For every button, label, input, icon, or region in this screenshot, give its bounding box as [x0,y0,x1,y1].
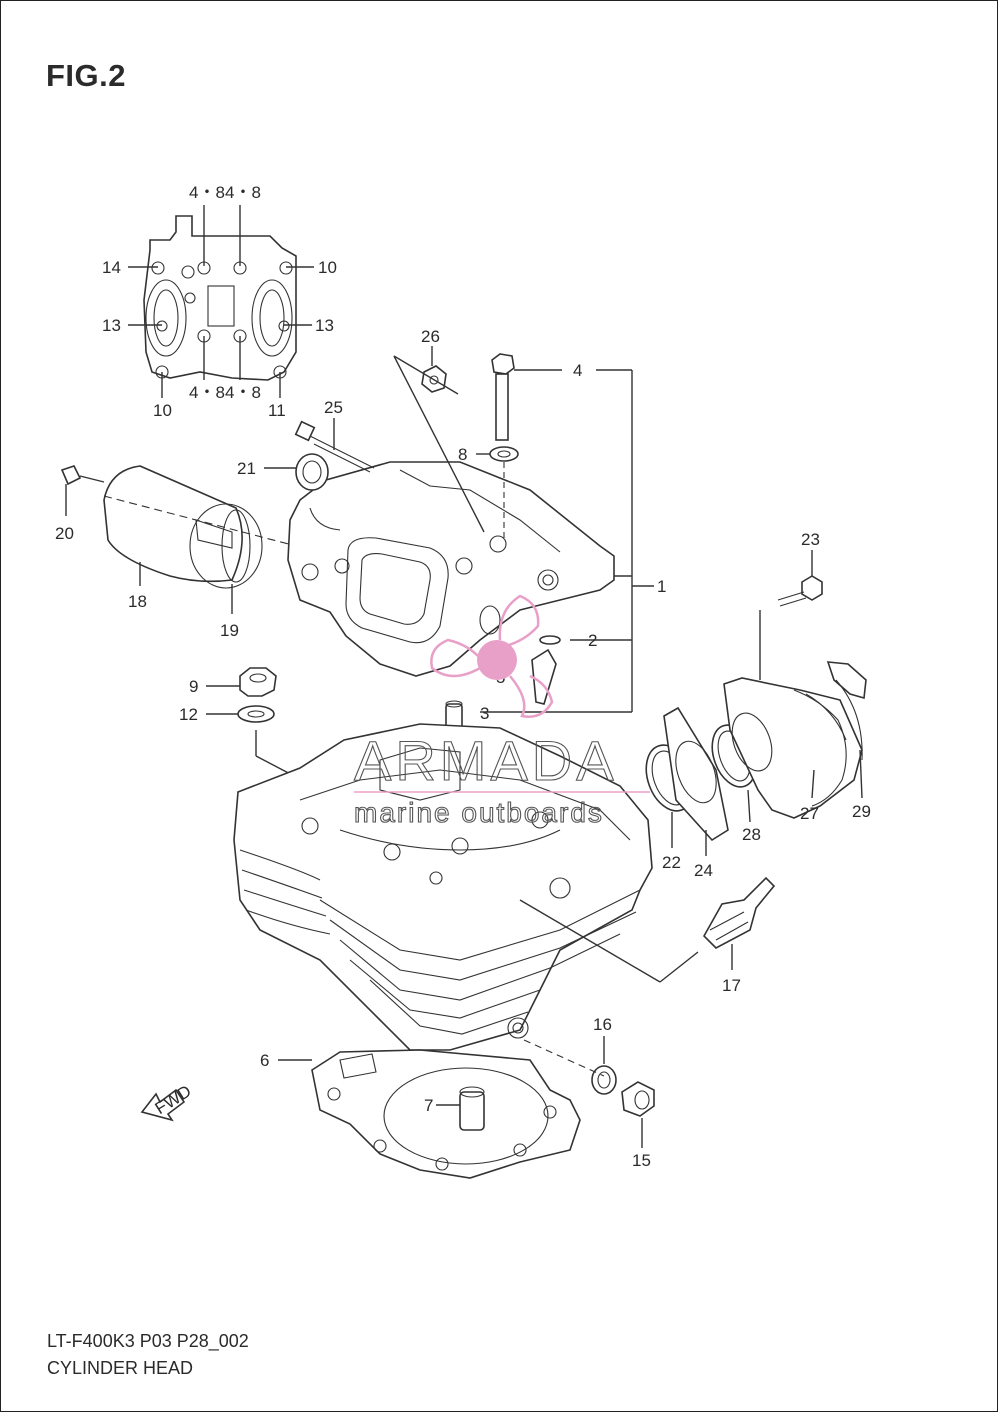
inset-label-bottom-left: 4・8 [189,383,225,402]
callout-24: 24 [694,861,713,880]
part-spark-plug-17 [519,876,776,983]
footer-code: LT-F400K3 P03 P28_002 [47,1331,249,1351]
part-nut-9 [206,667,277,697]
callout-bracket-1 [480,369,654,713]
part-intake-assembly [645,550,867,856]
callout-29: 29 [852,802,871,821]
inset-label-left-top: 14 [102,258,121,277]
watermark-propeller-logo [430,594,554,718]
part-nut-26 [393,346,485,533]
watermark: ARMADA marine outboards [353,594,650,829]
inset-label-bottom-right: 4・8 [225,383,261,402]
callout-19: 19 [220,621,239,640]
callout-18: 18 [128,592,147,611]
part-dowel-7 [436,1086,485,1131]
callout-8: 8 [458,445,467,464]
callout-22: 22 [662,853,681,872]
part-gasket-16 [523,1036,617,1095]
bolt-pattern-inset: 4・8 4・8 4・8 4・8 14 10 13 13 10 11 [102,183,337,420]
callout-28: 28 [742,825,761,844]
callout-26: 26 [421,327,440,346]
callout-15: 15 [632,1151,651,1170]
callout-21: 21 [237,459,256,478]
part-seal-21 [264,453,329,491]
callout-1: 1 [657,577,666,596]
inset-label-top-right: 4・8 [225,183,261,202]
part-dowel-2 [539,635,561,645]
callout-2: 2 [588,631,597,650]
part-bolt-25 [294,418,375,473]
callout-20: 20 [55,524,74,543]
callout-9: 9 [189,677,198,696]
inset-label-left-mid: 13 [102,316,121,335]
watermark-brand: ARMADA [354,729,618,792]
callout-23: 23 [801,530,820,549]
part-head-gasket-6 [278,1049,581,1179]
inset-label-right-top: 10 [318,258,337,277]
callout-6: 6 [260,1051,269,1070]
part-cylinder-head [233,723,653,1051]
part-washer-8 [476,446,519,540]
callout-3: 3 [480,704,489,723]
callout-4: 4 [573,361,582,380]
inset-label-bottom-far-right: 11 [268,401,286,420]
watermark-tagline: marine outboards [354,797,604,828]
inset-label-bottom-far-left: 10 [153,401,172,420]
fwd-arrow: FWD [140,1081,195,1122]
callout-25: 25 [324,398,343,417]
callout-12: 12 [179,705,198,724]
footer: LT-F400K3 P03 P28_002 CYLINDER HEAD [47,1328,249,1382]
part-cylinder-head-cover [287,461,615,677]
part-shim-5 [531,648,557,705]
callout-27: 27 [800,804,819,823]
inset-label-right-mid: 13 [315,316,334,335]
footer-name: CYLINDER HEAD [47,1358,194,1378]
callout-7: 7 [424,1096,433,1115]
fwd-label: FWD [152,1081,195,1118]
figure-title: FIG.2 [46,58,127,93]
inset-label-top-left: 4・8 [189,183,225,202]
callout-17: 17 [722,976,741,995]
part-bolt-4 [491,353,562,441]
part-plug-15 [621,1081,655,1148]
part-cap-cover [60,465,351,614]
callout-16: 16 [593,1015,612,1034]
